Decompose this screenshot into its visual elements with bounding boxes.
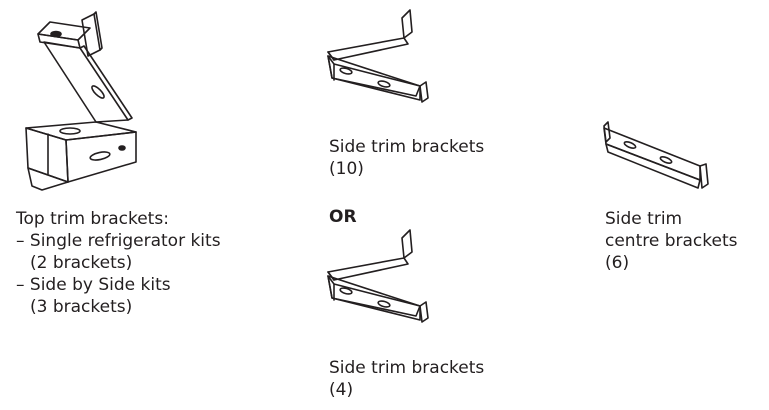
side-trim-bracket-illustration-b [320, 228, 440, 328]
side-trim-brackets-a-label: Side trim brackets [329, 137, 485, 157]
side-trim-centre-brackets-text: Side trim centre brackets (6) [605, 208, 738, 274]
or-label: OR [329, 207, 357, 227]
side-trim-brackets-a-count: (10) [329, 159, 364, 179]
side-trim-brackets-b-count: (4) [329, 380, 354, 400]
side-trim-brackets-b-label: Side trim brackets [329, 358, 485, 378]
side-trim-brackets-a-text: Side trim brackets (10) [329, 136, 484, 180]
side-by-side-kits-label: – Side by Side kits [16, 275, 171, 295]
top-trim-bracket-illustration [8, 10, 148, 191]
top-trim-heading: Top trim brackets: [16, 209, 169, 229]
single-refrigerator-kits-count: (2 brackets) [30, 253, 133, 273]
side-trim-centre-bracket-illustration [600, 118, 720, 198]
top-trim-brackets-text: Top trim brackets: – Single refrigerator… [16, 208, 221, 318]
side-trim-brackets-b-text: Side trim brackets (4) [329, 357, 484, 401]
side-trim-bracket-illustration-a [320, 8, 440, 108]
side-by-side-kits-count: (3 brackets) [30, 297, 133, 317]
side-trim-centre-line2: centre brackets [605, 231, 738, 251]
side-trim-centre-count: (6) [605, 253, 630, 273]
single-refrigerator-kits-label: – Single refrigerator kits [16, 231, 221, 251]
side-trim-centre-line1: Side trim [605, 209, 683, 229]
